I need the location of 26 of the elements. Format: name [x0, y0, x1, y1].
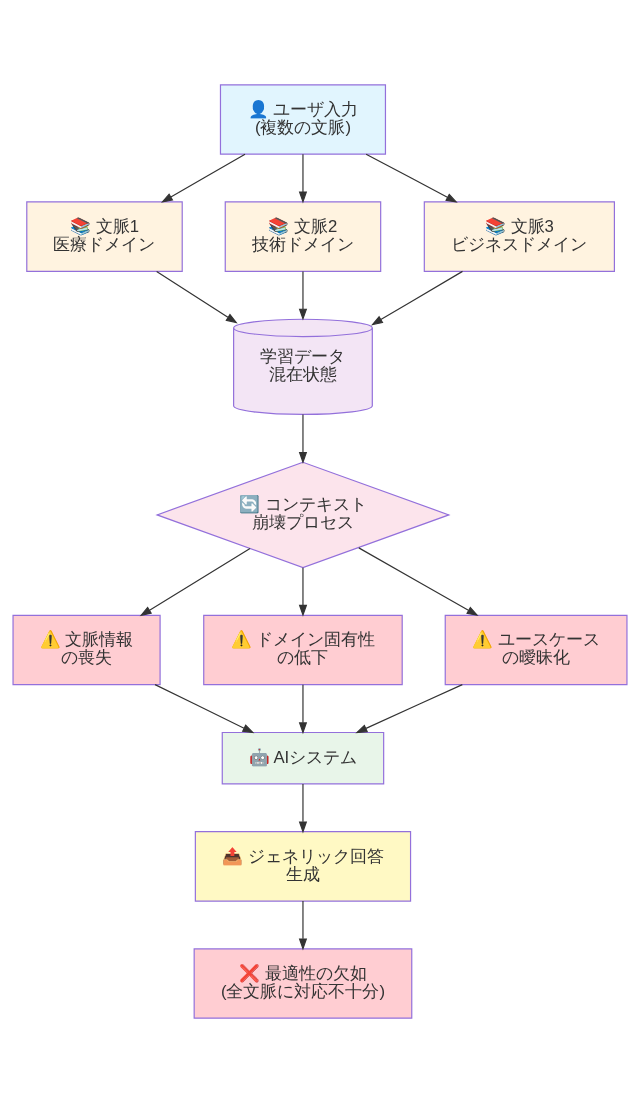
node-box: 📚 文脈1 医療ドメイン: [26, 201, 183, 272]
arrow: [298, 567, 308, 617]
node-box: ⚠ 文脈情報 の喪失: [12, 614, 161, 686]
arrow: [298, 270, 308, 321]
arrow: [298, 153, 308, 204]
arrow: [156, 270, 238, 324]
arrow: [154, 684, 255, 734]
arrow: [139, 547, 251, 617]
node-box: 📚 文脈3 ビジネスドメイン: [423, 201, 615, 272]
node-box: ⚠ ドメイン固有性 の低下: [203, 614, 403, 686]
node-box: ⚠ ユースケース の曖昧化: [444, 614, 628, 686]
node-box: 👤 ユーザ入力 (複数の文脈): [219, 84, 387, 155]
node-diamond: 🔄 コンテキスト 崩壊プロセス: [155, 461, 451, 569]
node-box: ❌ 最適性の欠如 (全文脈に対応不十分): [193, 948, 413, 1019]
arrow: [298, 900, 308, 951]
arrow: [371, 270, 464, 326]
node-box: 🤖 AIシステム: [221, 731, 385, 785]
arrow: [355, 684, 463, 734]
arrow: [298, 783, 308, 834]
arrow: [298, 413, 308, 464]
arrow: [298, 684, 308, 735]
arrow: [365, 153, 458, 203]
node-box: 📚 文脈2 技術ドメイン: [224, 201, 382, 272]
arrow: [160, 153, 246, 203]
node-box: 📤 ジェネリック回答 生成: [194, 831, 412, 902]
arrow: [358, 547, 479, 617]
